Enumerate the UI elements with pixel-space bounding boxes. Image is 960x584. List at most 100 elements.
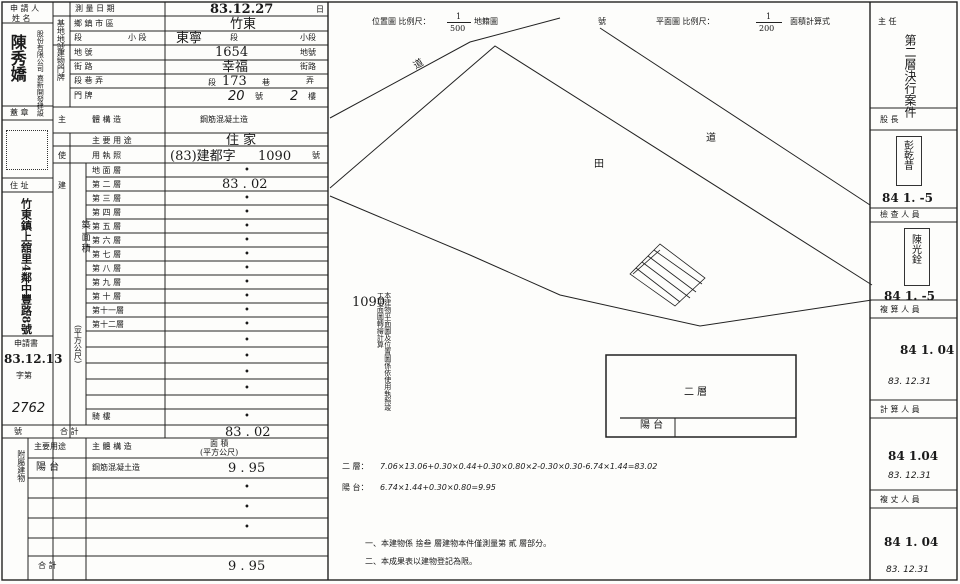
doc-suffix: 號 xyxy=(14,427,22,436)
road-label: 道 xyxy=(706,133,716,144)
land-no-suffix: 地號 xyxy=(300,48,316,57)
attach-structure-value: 鋼筋混凝土造 xyxy=(92,463,140,472)
attach-total-label: 合 計 xyxy=(38,561,57,570)
floor-suffix: 樓 xyxy=(308,92,316,101)
day-suffix: 日 xyxy=(316,5,324,14)
lane-prefix: 段 xyxy=(208,78,216,87)
manager-label: 主 任 xyxy=(878,17,897,26)
application-date-label: 申請書 xyxy=(14,339,38,348)
floor-name: 第 七 層 xyxy=(92,250,122,259)
name-label: 姓 名 xyxy=(12,14,31,23)
section-label: 段 xyxy=(74,33,82,42)
applicant-label: 申 請 人 xyxy=(10,4,40,13)
surveyor-label: 複 丈 人 員 xyxy=(880,495,920,504)
calculator-label: 計 算 人 員 xyxy=(880,405,920,414)
review-date: 84 1. 04 xyxy=(900,343,955,357)
door-label: 門 牌 xyxy=(74,91,93,100)
permit-label: 用 執 照 xyxy=(92,151,122,160)
street-suffix: 街路 xyxy=(300,62,316,71)
applicant-seal xyxy=(6,130,48,170)
land-no-label: 地 號 xyxy=(74,48,93,57)
use-label: 主 要 用 途 xyxy=(92,136,132,145)
inspector-seal-text: 陳光銓 xyxy=(909,234,921,264)
footnote-1: 一、本建物係 捨叁 層建物本件僅測量第 貳 層部分。 xyxy=(365,539,552,548)
applicant-name: 陳秀嬌 xyxy=(7,34,27,82)
manager-decision: 第二層決行案件 xyxy=(903,34,917,118)
area-calc-label: 面積計算式 xyxy=(790,17,830,26)
section-chief-label: 股 長 xyxy=(880,115,899,124)
address-label: 住 址 xyxy=(10,181,29,190)
floor-name: 第 十 層 xyxy=(92,292,122,301)
attach-area-unit: (平方公尺) xyxy=(200,448,239,457)
location-scale-bar xyxy=(447,22,471,23)
floor-scale-denominator: 200 xyxy=(759,24,775,33)
section-suffix: 段 xyxy=(230,33,238,42)
extra-row-value: • xyxy=(244,335,250,346)
floor-name: 地 面 層 xyxy=(92,166,122,175)
map-no-label: 地籍圖 xyxy=(474,17,498,26)
floor-area: • xyxy=(244,305,250,316)
floor-scale-numerator: 1 xyxy=(766,12,772,21)
structure-value: 鋼筋混凝土造 xyxy=(200,115,248,124)
street-label: 街 路 xyxy=(74,62,93,71)
floor-area: • xyxy=(244,193,250,204)
lane-value: 173 xyxy=(222,74,247,89)
second-floor-label: 二 層 xyxy=(684,387,708,398)
survey-date-label: 測 量 日 期 xyxy=(75,4,115,13)
floor-name: 第 三 層 xyxy=(92,194,122,203)
main-label: 主 xyxy=(58,115,66,124)
permit-left-label: 使 xyxy=(58,151,66,160)
attach-use-label: 主要用途 xyxy=(34,442,66,451)
floor-area: • xyxy=(244,207,250,218)
total-value: 83 . 02 xyxy=(225,425,271,440)
floor-name: 第十二層 xyxy=(92,320,124,329)
review-date-handwritten: 83. 12.31 xyxy=(888,377,931,387)
attach-area-label: 面 積 xyxy=(210,439,229,448)
build-left-label: 建 xyxy=(58,181,66,190)
company-name: 股份有限公司 嘉新開發建設 xyxy=(36,30,45,117)
floor-area: • xyxy=(244,263,250,274)
attach-label: 附屬建物 xyxy=(16,450,26,482)
drawing-note: 本建物平面圖及位置圖係依使用執照竣工平面圖轉繪計算 xyxy=(376,292,392,411)
calc-balcony: 6.74×1.44+0.30×0.80=9.95 xyxy=(380,483,496,492)
floor-name: 第 四 層 xyxy=(92,208,122,217)
chief-seal xyxy=(896,136,922,186)
lane-suffix: 巷 xyxy=(262,78,270,87)
floor-area: • xyxy=(244,249,250,260)
mezzanine-value: • xyxy=(244,411,250,422)
extra-row-value: • xyxy=(244,351,250,362)
floor-scale-bar xyxy=(756,22,782,23)
location-scale-numerator: 1 xyxy=(456,12,462,21)
total-label: 合 計 xyxy=(60,427,79,436)
township-label: 鄉 鎮 市 區 xyxy=(74,19,114,28)
attach-area-value: 9 . 95 xyxy=(228,461,266,476)
section-value: 東寧 xyxy=(176,31,203,46)
calc-second-floor-label: 二 層： xyxy=(342,462,369,471)
door-suffix: 號 xyxy=(255,92,263,101)
survey-date: 83.12.27 xyxy=(210,2,274,17)
chief-date: 84 1. -5 xyxy=(882,191,933,205)
mezzanine-label: 騎 樓 xyxy=(92,412,111,421)
floor-area: • xyxy=(244,165,250,176)
inspector-label: 檢 查 人 員 xyxy=(880,210,920,219)
permit-number: 1090 xyxy=(258,149,292,164)
unit-label: (平方公尺) xyxy=(73,325,83,364)
structure-label: 體 構 造 xyxy=(92,115,122,124)
doc-number-label: 字第 xyxy=(16,371,32,380)
attach-use-value: 陽 台 xyxy=(36,462,60,473)
calculator-date-handwritten: 83. 12.31 xyxy=(888,471,931,481)
building-no-label: 建物門牌 xyxy=(56,49,66,81)
site-plan-drawing xyxy=(329,17,873,438)
subsection-suffix: 小段 xyxy=(300,33,316,42)
balcony-label: 陽 台 xyxy=(640,420,664,431)
street-value: 幸福 xyxy=(222,60,249,75)
alley-suffix: 弄 xyxy=(306,76,314,85)
township-value: 竹東 xyxy=(230,17,257,32)
attach-extra-value: • xyxy=(244,502,250,513)
chief-seal-text: 彭乾昔 xyxy=(901,140,913,170)
area-col-label: 築 面 積 xyxy=(79,220,90,253)
floor-area: • xyxy=(244,235,250,246)
floor-area: 83 . 02 xyxy=(222,177,268,192)
inspector-date: 84 1. -5 xyxy=(884,289,935,303)
